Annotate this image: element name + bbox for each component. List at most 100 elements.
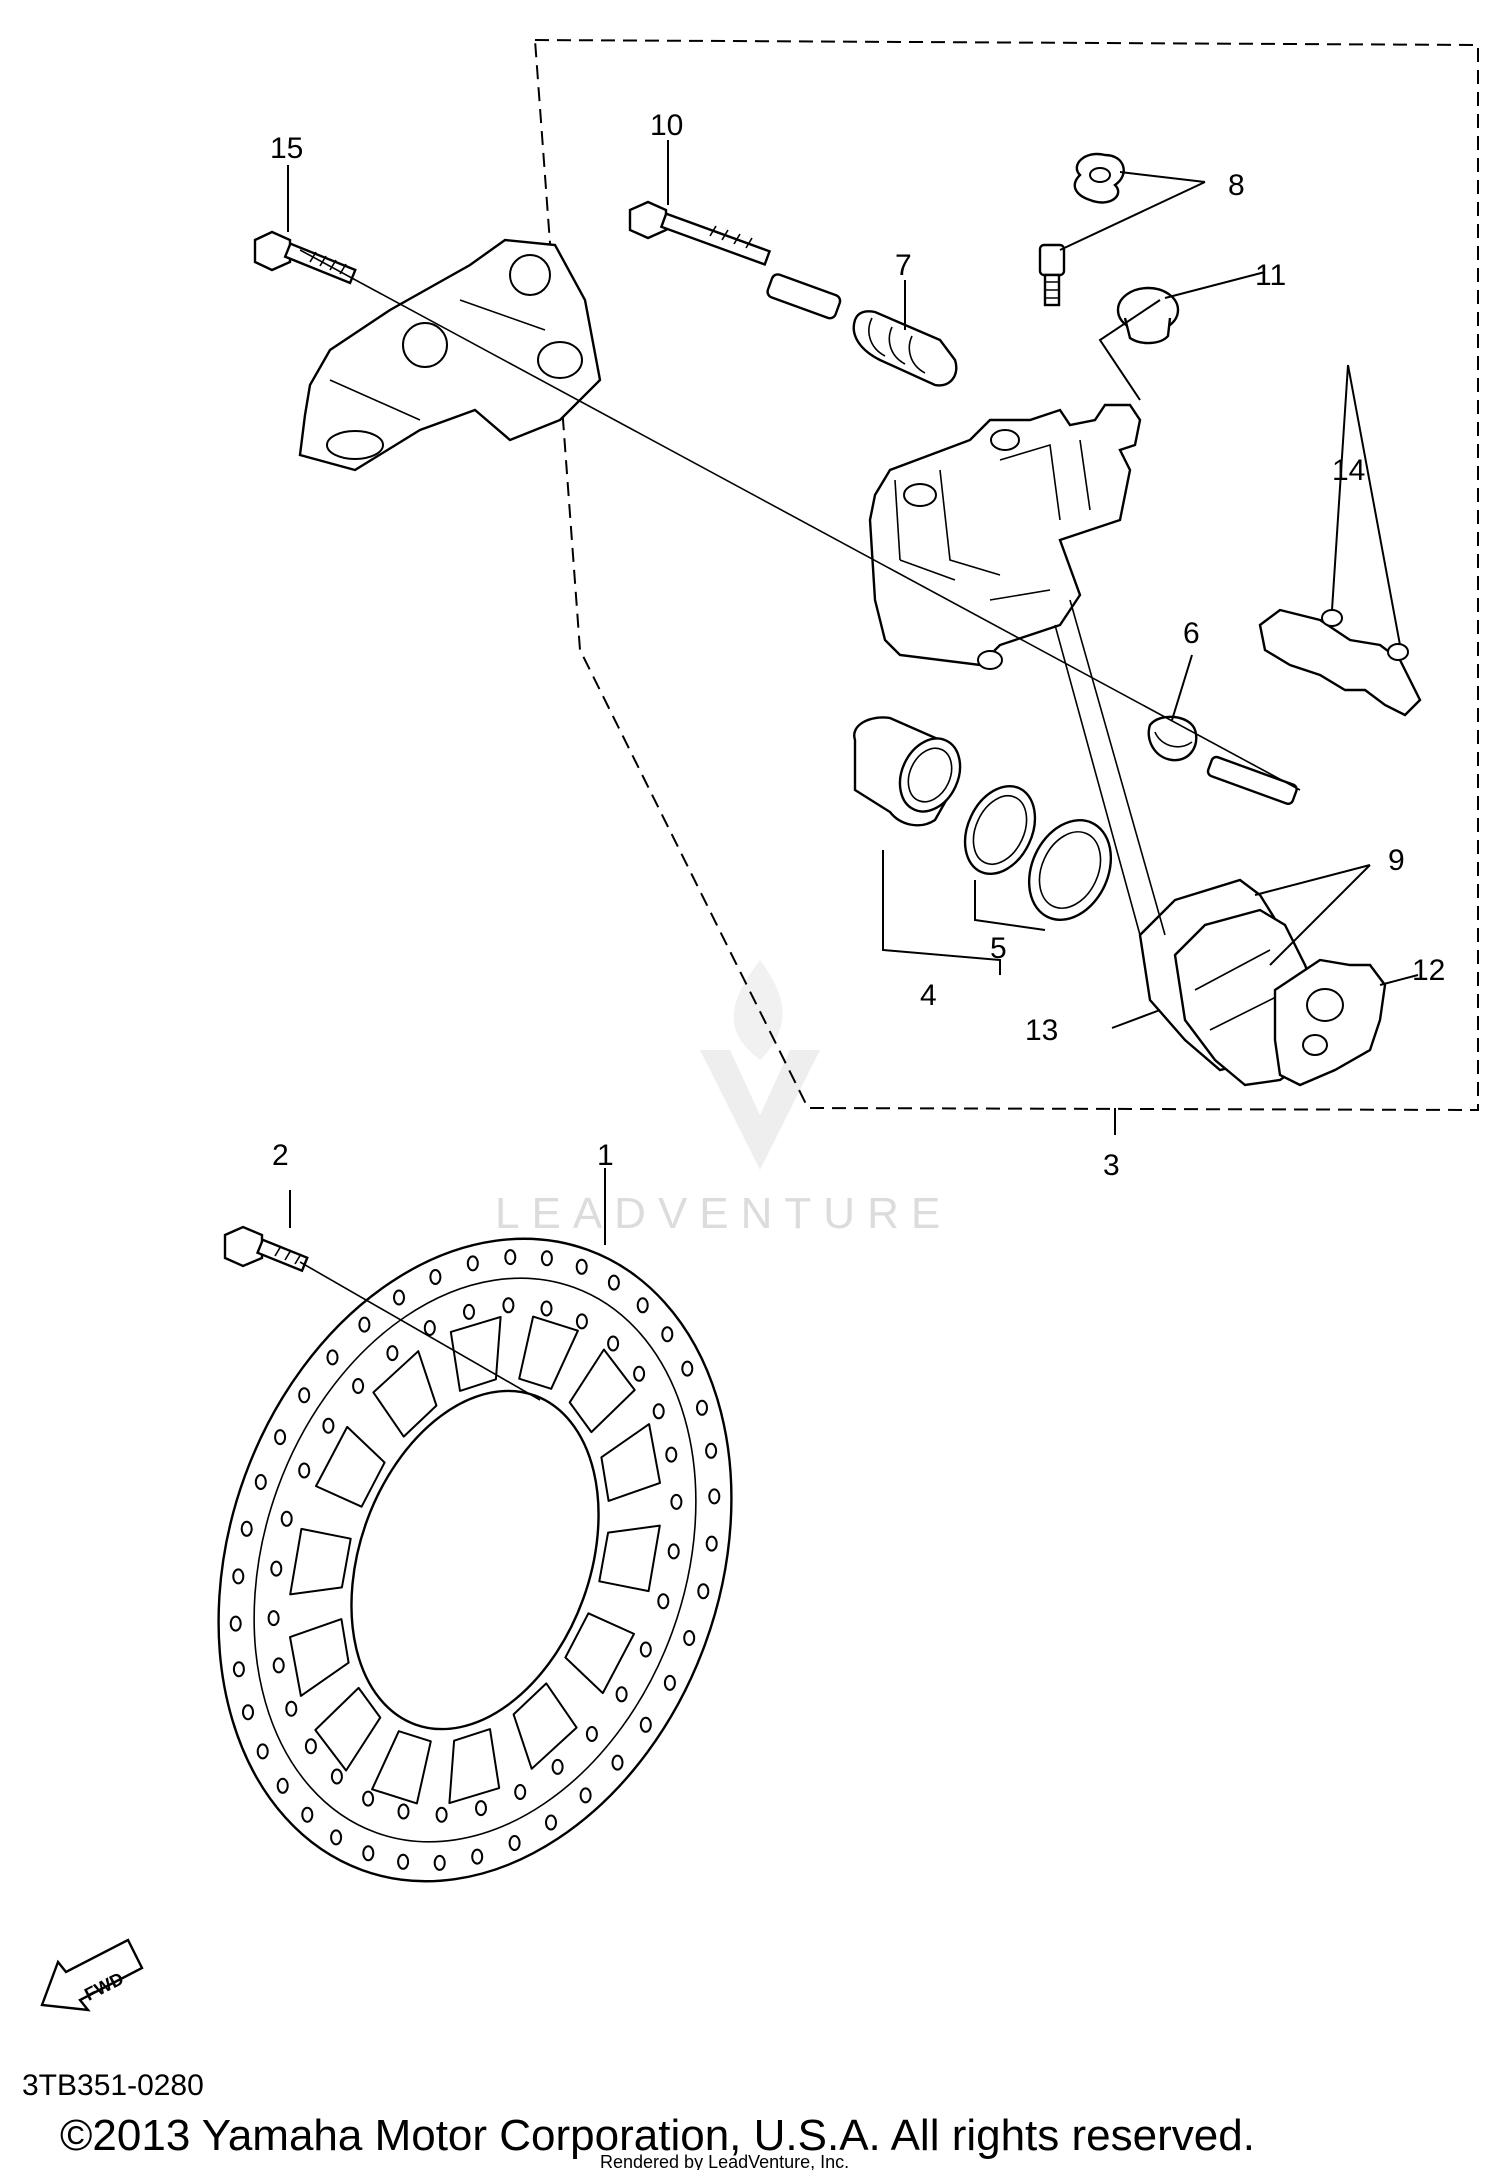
disc-vent-hole <box>708 1488 721 1505</box>
disc-lightening-slot <box>289 1618 350 1697</box>
callout-7: 7 <box>895 249 912 282</box>
disc-vent-hole <box>386 1345 399 1362</box>
disc-vent-hole <box>330 1829 343 1846</box>
disc-vent-hole <box>551 1758 564 1775</box>
part-5-piston-seals <box>963 784 1113 921</box>
disc-lightening-slot <box>512 1682 578 1770</box>
callout-11: 11 <box>1255 259 1286 292</box>
part-14-pad-support <box>1258 608 1422 717</box>
callout-5: 5 <box>990 932 1007 965</box>
disc-vent-hole <box>665 1446 678 1463</box>
disc-vent-hole <box>639 1716 652 1733</box>
disc-vent-hole <box>242 1704 254 1721</box>
callout-13: 13 <box>1025 1014 1058 1047</box>
disc-vent-hole <box>397 1853 410 1870</box>
disc-vent-hole <box>326 1349 339 1366</box>
disc-vent-hole <box>276 1777 289 1794</box>
callout-9: 9 <box>1388 844 1405 877</box>
disc-vent-hole <box>705 1535 718 1552</box>
callout-12: 12 <box>1412 954 1445 987</box>
disc-vent-hole <box>270 1560 283 1577</box>
callout-10: 10 <box>650 109 683 142</box>
caliper-assembly-boundary <box>533 38 1479 1112</box>
callout-8: 8 <box>1228 169 1245 202</box>
rendered-by-notice: Rendered by LeadVenture, Inc. <box>600 2152 849 2170</box>
callout-3: 3 <box>1103 1149 1120 1182</box>
callout-2: 2 <box>272 1139 289 1172</box>
disc-lightening-slot <box>371 1730 432 1805</box>
disc-vent-hole <box>280 1510 293 1527</box>
disc-vent-hole <box>304 1738 317 1755</box>
disc-lightening-slot <box>289 1527 352 1596</box>
disc-vent-hole <box>240 1520 253 1537</box>
disc-vent-hole <box>657 1593 670 1610</box>
disc-vent-hole <box>301 1806 314 1823</box>
disc-vent-hole <box>607 1274 620 1291</box>
disc-slots <box>289 1315 661 1805</box>
disc-vent-hole <box>272 1657 285 1674</box>
part-12-pad-shim <box>1273 958 1387 1087</box>
disc-vent-hole <box>267 1610 280 1627</box>
disc-vent-hole <box>575 1258 588 1275</box>
disc-lightening-slot <box>449 1315 502 1392</box>
disc-vent-hole <box>362 1790 375 1807</box>
part-1-brake-disc <box>217 1237 733 1883</box>
disc-lightening-slot <box>448 1728 501 1805</box>
disc-vent-hole <box>274 1429 287 1446</box>
disc-vent-hole <box>475 1800 487 1817</box>
disc-vent-hole <box>585 1726 598 1742</box>
disc-vent-hole <box>663 1674 676 1691</box>
disc-vent-hole <box>611 1754 624 1771</box>
part-15-bolt <box>253 230 357 285</box>
disc-vent-hole <box>229 1615 242 1632</box>
disc-vent-hole <box>545 1814 557 1831</box>
disc-vent-hole <box>540 1250 553 1267</box>
disc-lightening-slot <box>372 1350 438 1438</box>
disc-vent-hole <box>508 1835 521 1851</box>
disc-vent-hole <box>429 1269 442 1285</box>
part-6-guide-pin <box>1147 715 1298 805</box>
fwd-arrow-icon: FWD <box>40 1938 144 2012</box>
part-8-bleed-screw-cap <box>1073 152 1125 204</box>
part-10-guide-bolt <box>628 200 772 266</box>
disc-lightening-slot <box>600 1423 661 1502</box>
disc-vent-hole <box>504 1249 517 1266</box>
part-4-piston <box>853 716 962 827</box>
caliper-bracket <box>298 238 602 472</box>
callout-numbers: 15 10 7 8 11 14 6 9 12 13 5 4 3 2 1 <box>270 109 1445 1182</box>
callout-15: 15 <box>270 132 303 165</box>
part-2-disc-bolt <box>223 1225 309 1273</box>
disc-vent-hole <box>540 1300 553 1317</box>
disc-vent-hole <box>633 1365 646 1382</box>
disc-vent-hole <box>298 1387 311 1404</box>
disc-lightening-slot <box>518 1315 579 1390</box>
disc-vent-hole <box>256 1743 269 1760</box>
disc-vent-hole <box>423 1320 436 1336</box>
disc-vent-hole <box>232 1568 245 1585</box>
callout-4: 4 <box>920 979 937 1012</box>
disc-vent-hole <box>607 1335 620 1352</box>
disc-vent-hole <box>466 1255 479 1272</box>
copyright-notice: ©2013 Yamaha Motor Corporation, U.S.A. A… <box>60 2111 1255 2160</box>
disc-vent-hole <box>254 1474 267 1490</box>
callout-14: 14 <box>1332 454 1365 487</box>
disc-lightening-slot <box>568 1348 636 1434</box>
callout-1: 1 <box>597 1139 614 1172</box>
disc-vent-hole <box>670 1493 683 1510</box>
diagram-code: 3TB351-0280 <box>22 2069 204 2102</box>
disc-vent-hole <box>697 1583 710 1600</box>
disc-vent-hole <box>579 1787 592 1804</box>
part-8-bleed-screw <box>1038 243 1066 307</box>
disc-vent-hole <box>298 1462 311 1479</box>
disc-holes <box>229 1249 721 1871</box>
leader-lines <box>287 140 1419 1401</box>
disc-vent-hole <box>696 1399 708 1416</box>
disc-vent-hole <box>232 1661 245 1678</box>
disc-vent-hole <box>575 1313 588 1330</box>
disc-vent-hole <box>393 1289 405 1306</box>
disc-vent-hole <box>639 1641 652 1658</box>
callout-6: 6 <box>1183 617 1200 650</box>
part-11-plug <box>1116 286 1180 345</box>
disc-vent-hole <box>615 1686 628 1703</box>
disc-vent-hole <box>435 1806 448 1823</box>
